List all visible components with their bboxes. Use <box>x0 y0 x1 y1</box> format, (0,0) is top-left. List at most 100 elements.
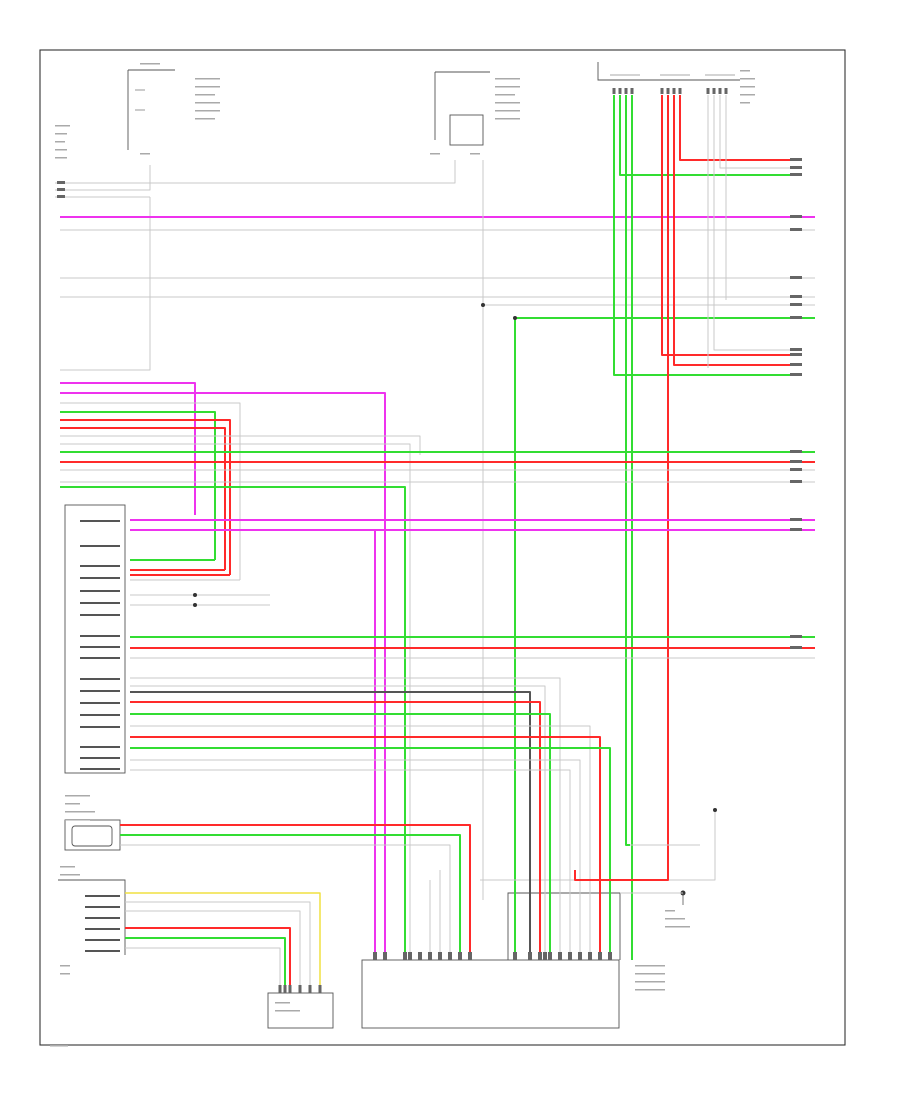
connector-pin-20 <box>790 363 802 366</box>
connector-pin-46 <box>543 952 547 960</box>
label-stub-32 <box>60 965 70 967</box>
wire-green-57 <box>130 747 611 960</box>
connector-pin-21 <box>790 373 802 376</box>
label-stub-40 <box>665 926 690 928</box>
wire-gray-67 <box>125 910 301 993</box>
wire-gray-3 <box>60 197 151 371</box>
connector-pin-45 <box>538 952 542 960</box>
wire-gray-51 <box>130 685 546 960</box>
connector-pin-11 <box>724 88 728 94</box>
connector-pin-27 <box>790 528 802 531</box>
connector-pin-50 <box>578 952 582 960</box>
connector-pin-15 <box>790 295 802 298</box>
wire-dark-52 <box>130 691 531 960</box>
connector-pin-30 <box>790 158 802 161</box>
connector-pin-38 <box>428 952 432 960</box>
wire-green-14 <box>625 95 630 846</box>
label-stub-33 <box>60 973 70 975</box>
label-stub-11 <box>495 110 520 112</box>
top-right-connectors <box>597 62 740 81</box>
connector-pin-60 <box>57 181 65 184</box>
connector-pin-2 <box>624 88 628 94</box>
label-stub-28 <box>65 811 95 813</box>
connector-pin-57 <box>298 985 302 993</box>
label-stub-31 <box>60 874 80 876</box>
wire-green-61 <box>120 834 461 960</box>
wire-gray-21 <box>713 95 800 351</box>
label-stub-22 <box>740 78 755 80</box>
wire-red-60 <box>120 824 471 960</box>
diagram-frame <box>39 49 846 1046</box>
wire-green-13 <box>619 95 800 176</box>
label-stub-9 <box>495 94 515 96</box>
label-stub-19 <box>430 153 440 155</box>
connector-pin-0 <box>612 88 616 94</box>
wire-gray-1 <box>55 165 151 191</box>
wire-gray-27 <box>60 402 241 580</box>
connector-pin-4 <box>660 88 664 94</box>
wire-gray-55 <box>130 725 591 960</box>
left-module <box>64 504 126 774</box>
pins-layer <box>57 88 802 993</box>
label-stub-34 <box>635 965 665 967</box>
connector-pin-49 <box>568 952 572 960</box>
label-stub-24 <box>740 94 755 96</box>
label-stub-6 <box>195 118 215 120</box>
label-stub-8 <box>495 86 520 88</box>
connector-pin-37 <box>418 952 422 960</box>
connector-pin-6 <box>672 88 676 94</box>
connector-pin-23 <box>790 460 802 463</box>
label-stub-21 <box>740 70 750 72</box>
connector-pin-53 <box>608 952 612 960</box>
connector-pin-40 <box>448 952 452 960</box>
connector-pin-19 <box>790 353 802 356</box>
connector-pin-17 <box>790 316 802 319</box>
wire-pink-26 <box>60 392 386 960</box>
connector-pin-5 <box>666 88 670 94</box>
label-stub-36 <box>635 981 665 983</box>
label-stub-20 <box>470 153 480 155</box>
wire-gray-50 <box>130 677 561 960</box>
label-stub-27 <box>65 803 80 805</box>
connector-pin-12 <box>790 215 802 218</box>
label-stub-13 <box>55 125 70 127</box>
label-stub-38 <box>665 910 675 912</box>
wire-green-54 <box>130 713 551 960</box>
connector-pin-22 <box>790 450 802 453</box>
connector-pin-41 <box>458 952 462 960</box>
wire-red-16 <box>661 95 800 356</box>
wire-red-30 <box>60 427 226 570</box>
connector-pin-1 <box>618 88 622 94</box>
connector-pin-33 <box>373 952 377 960</box>
label-stub-4 <box>195 102 220 104</box>
connector-pin-59 <box>318 985 322 993</box>
label-stub-35 <box>635 973 665 975</box>
label-stub-0 <box>140 63 160 65</box>
small-module <box>64 819 121 851</box>
wire-gray-59 <box>130 769 571 960</box>
wire-gray-66 <box>125 901 311 993</box>
connector-pin-8 <box>706 88 710 94</box>
wire-gray-31 <box>60 435 421 455</box>
connector-pin-7 <box>678 88 682 94</box>
label-stub-14 <box>55 133 67 135</box>
label-stubs <box>50 63 755 1047</box>
connector-pin-14 <box>790 276 802 279</box>
label-stub-41 <box>275 1002 290 1004</box>
connector-pin-13 <box>790 228 802 231</box>
connector-pin-18 <box>790 348 802 351</box>
connector-pin-32 <box>790 173 802 176</box>
junction-dot-1 <box>193 593 197 597</box>
junction-dot-3 <box>513 316 517 320</box>
connector-pin-24 <box>790 468 802 471</box>
wire-pink-25 <box>60 382 196 515</box>
label-stub-30 <box>60 866 75 868</box>
connector-pin-48 <box>558 952 562 960</box>
wire-gray-58 <box>130 759 581 960</box>
label-stub-12 <box>495 118 520 120</box>
wire-green-37 <box>60 486 406 960</box>
connector-pin-26 <box>790 518 802 521</box>
junction-dot-2 <box>193 603 197 607</box>
label-stub-37 <box>635 989 665 991</box>
